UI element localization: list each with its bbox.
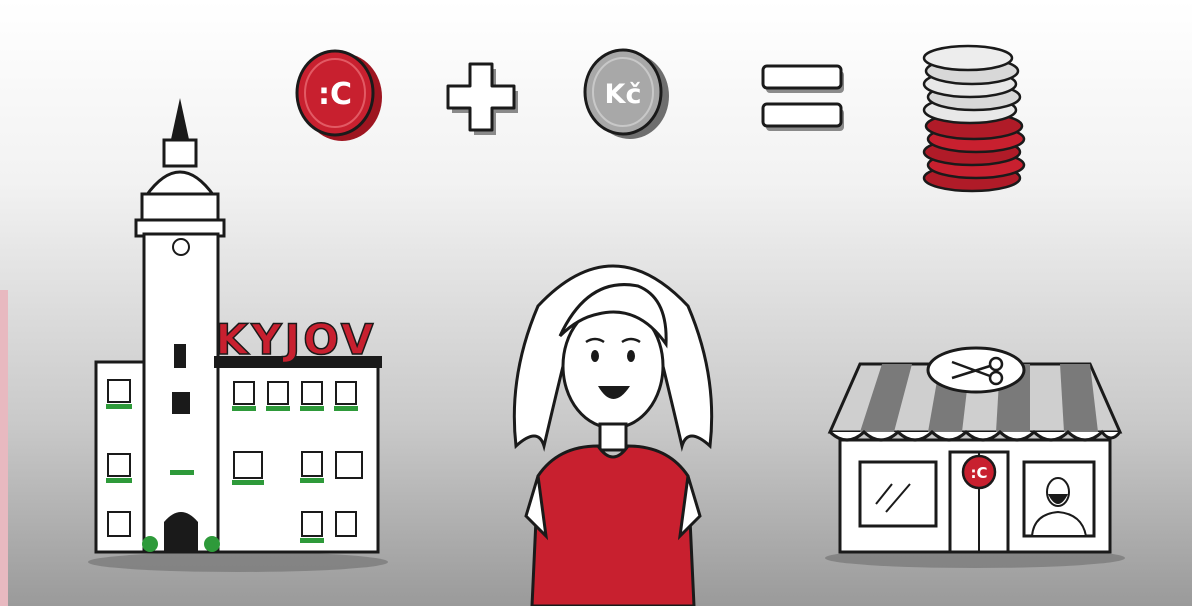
- town-name-sign: KYJOV: [216, 315, 377, 364]
- woman-illustration: [498, 236, 728, 606]
- crown-coin-symbol: Kč: [605, 79, 642, 110]
- left-edge-strip: [0, 290, 8, 606]
- shop-badge-symbol: :C: [970, 464, 987, 482]
- coin-stack-icon: [924, 46, 1024, 191]
- town-hall-illustration: KYJOV: [88, 92, 388, 572]
- shop-badge-icon: :C: [963, 456, 995, 488]
- crown-coin-icon: Kč: [585, 50, 669, 139]
- equals-icon: [763, 66, 844, 131]
- barber-shop-illustration: :C: [820, 344, 1130, 574]
- plus-icon: [448, 64, 518, 135]
